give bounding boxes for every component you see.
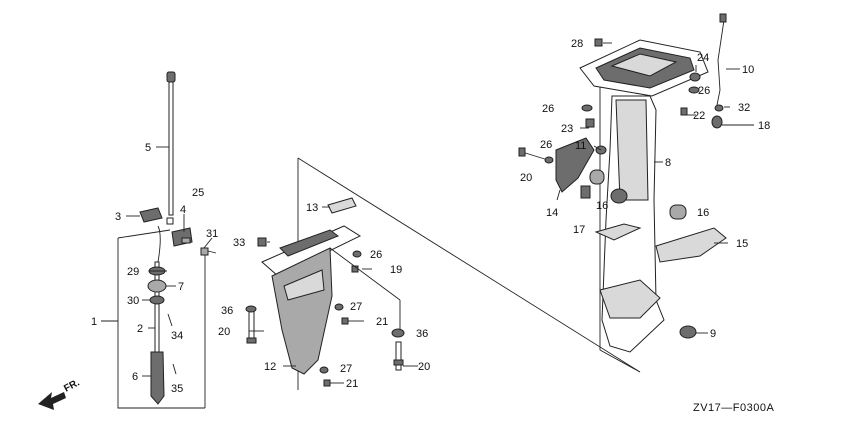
- callout-19: 19: [390, 264, 402, 276]
- arrow-left-icon: [38, 392, 66, 410]
- callout-13: 13: [306, 202, 318, 214]
- front-direction-indicator: FR.: [38, 377, 82, 410]
- callout-numbers: 1 2 3 4 5 6 7 8 9 10 11 12 13 14 15 16 1…: [91, 38, 770, 395]
- callout-34: 34: [171, 330, 183, 342]
- callout-31: 31: [206, 228, 218, 240]
- callout-28: 28: [571, 38, 583, 50]
- callout-3: 3: [115, 211, 121, 223]
- callout-29: 29: [127, 266, 139, 278]
- callout-36: 36: [416, 328, 428, 340]
- callout-2: 2: [137, 323, 143, 335]
- callout-8: 8: [665, 157, 671, 169]
- shift-rod-assembly: [117, 71, 217, 409]
- callout-1: 1: [91, 316, 97, 328]
- callout-20: 20: [418, 361, 430, 373]
- rod-clip: [139, 207, 163, 223]
- callout-7: 7: [178, 281, 184, 293]
- shift-rod-upper: [168, 79, 174, 216]
- callout-14: 14: [546, 207, 558, 219]
- lever-bracket: [555, 137, 595, 193]
- callout-9: 9: [710, 328, 716, 340]
- callout-24: 24: [697, 52, 709, 64]
- callout-26: 26: [698, 85, 710, 97]
- callout-16: 16: [596, 200, 608, 212]
- callout-35: 35: [171, 383, 183, 395]
- callout-26: 26: [540, 139, 552, 151]
- callout-4: 4: [180, 204, 186, 216]
- callout-23: 23: [561, 123, 573, 135]
- callout-27: 27: [350, 301, 362, 313]
- diagram-code: ZV17—F0300A: [693, 402, 774, 414]
- leader-lines: [101, 42, 754, 384]
- callout-26: 26: [542, 103, 554, 115]
- callout-17: 17: [573, 224, 585, 236]
- callout-32: 32: [738, 102, 750, 114]
- lower-plate: [594, 223, 642, 241]
- callout-25: 25: [192, 187, 204, 199]
- side-cover: [655, 227, 727, 263]
- callout-21: 21: [376, 316, 388, 328]
- callout-5: 5: [145, 142, 151, 154]
- plate: [327, 197, 357, 214]
- callout-21: 21: [346, 378, 358, 390]
- callout-6: 6: [132, 371, 138, 383]
- callout-27: 27: [340, 363, 352, 375]
- main-case-assembly: [518, 13, 727, 373]
- callout-33: 33: [233, 237, 245, 249]
- shift-arm: [150, 351, 165, 405]
- direction-label: FR.: [62, 377, 82, 394]
- callout-18: 18: [758, 120, 770, 132]
- drain-plug: [679, 325, 697, 339]
- callout-10: 10: [742, 64, 754, 76]
- callout-26: 26: [370, 249, 382, 261]
- callout-11: 11: [575, 140, 586, 152]
- callout-20: 20: [218, 326, 230, 338]
- callout-16: 16: [697, 207, 709, 219]
- extension-case-assembly: [245, 157, 641, 390]
- callout-15: 15: [736, 238, 748, 250]
- callout-22: 22: [693, 110, 705, 122]
- callout-12: 12: [264, 361, 276, 373]
- callout-30: 30: [127, 295, 139, 307]
- callout-20: 20: [520, 172, 532, 184]
- callout-36: 36: [221, 305, 233, 317]
